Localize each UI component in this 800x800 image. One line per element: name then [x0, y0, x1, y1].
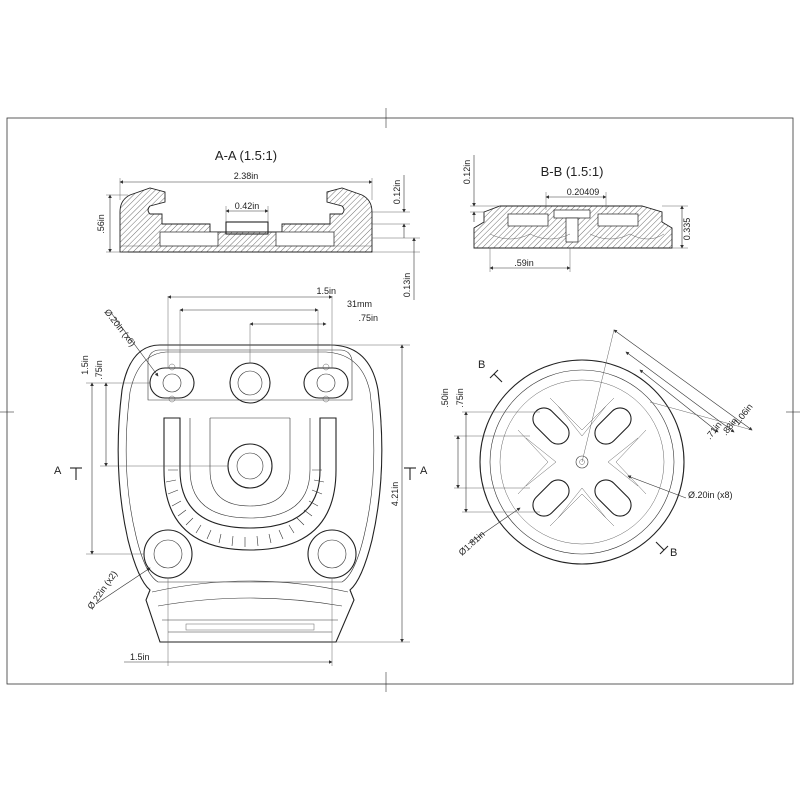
svg-text:B: B — [670, 547, 677, 559]
round-section-marker-bottom: B — [655, 541, 677, 559]
drawing-frame — [0, 108, 800, 692]
section-bb-bottom-dim: .59in — [514, 258, 534, 268]
front-left-15-dim: 1.5in — [80, 355, 90, 375]
round-view: B B .50in .75in 1.06in .88in .71in Ø.20i… — [440, 329, 755, 565]
section-aa-height-dim: .56in — [96, 214, 106, 234]
svg-text:A: A — [54, 465, 62, 477]
svg-text:A: A — [420, 465, 428, 477]
section-aa-slot-dim: 0.42in — [235, 201, 260, 211]
section-aa-base-dim: 0.13in — [402, 273, 412, 298]
section-aa-view: A-A (1.5:1) 2.38in 0.42in .56in 0.12in — [96, 148, 420, 300]
front-left-75-dim: .75in — [94, 360, 104, 380]
section-bb-view: B-B (1.5:1) 0.12in 0.20409 0.335 .59in — [462, 155, 692, 272]
bottom-hole-right — [307, 529, 357, 579]
section-bb-mid-dim: 0.20409 — [567, 187, 600, 197]
top-hole-right — [303, 363, 349, 403]
top-hole-center — [229, 362, 271, 404]
gear-teeth — [165, 469, 325, 547]
front-view: 1.5in 31mm .75in Ø.20in (x6) 1.5in .75in… — [54, 286, 428, 666]
u-channel — [163, 417, 337, 551]
front-31mm-dim: 31mm — [347, 299, 372, 309]
round-75-dim: .75in — [455, 388, 465, 408]
front-view-outline — [117, 344, 383, 643]
svg-text:B: B — [478, 359, 485, 371]
front-top-75-dim: .75in — [358, 313, 378, 323]
section-bb-title: B-B (1.5:1) — [541, 164, 604, 179]
front-large-holes-dim: Ø.22in (x2) — [85, 569, 119, 611]
front-holes-dim: Ø.20in (x6) — [102, 307, 137, 348]
center-hole — [227, 443, 273, 489]
front-421-dim: 4.21in — [390, 482, 400, 507]
round-slots-dim: Ø.20in (x8) — [688, 490, 733, 500]
section-aa-lip-dim: 0.12in — [392, 180, 402, 205]
section-marker-left: A — [54, 465, 82, 480]
section-marker-right: A — [404, 465, 428, 480]
bottom-hole-left — [143, 529, 193, 579]
section-bb-top-dim: 0.12in — [462, 160, 472, 185]
section-aa-width-dim: 2.38in — [234, 171, 259, 181]
top-hole-left — [149, 363, 195, 403]
section-bb-height-dim: 0.335 — [682, 218, 692, 241]
front-bottom-15-dim: 1.5in — [130, 652, 150, 662]
section-aa-title: A-A (1.5:1) — [215, 148, 277, 163]
front-top-15-dim: 1.5in — [316, 286, 336, 296]
round-section-marker-top: B — [478, 359, 503, 383]
round-50-dim: .50in — [440, 388, 450, 408]
round-diameter-dim: Ø1.81in — [457, 529, 487, 558]
